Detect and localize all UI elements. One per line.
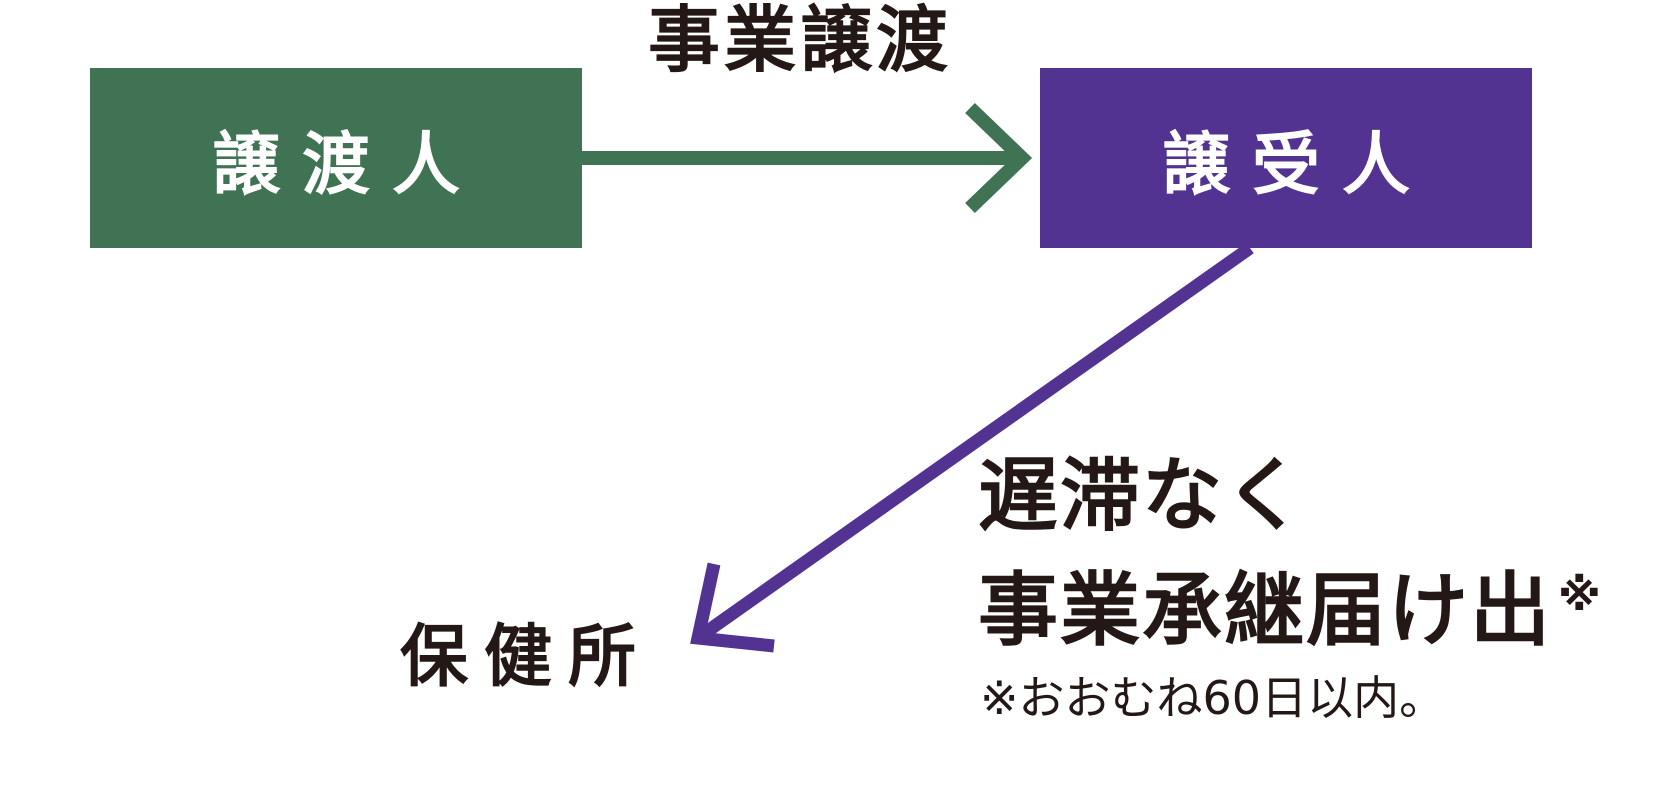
transferee-box: 譲受人 (1040, 68, 1532, 248)
health-center-label: 保健所 (400, 618, 653, 697)
notice-line-2-text: 事業承継届け出 (978, 564, 1552, 657)
footnote: ※おおむね60日以内。 (980, 671, 1446, 725)
notice-reference-mark: ※ (1558, 570, 1603, 621)
notice-line-1: 遅滞なく (978, 449, 1306, 542)
transferor-label: 譲渡人 (211, 125, 482, 205)
transfer-label: 事業譲渡 (648, 0, 953, 82)
notification-arrow (690, 242, 1254, 653)
notice-line-2: 事業承継届け出※ (978, 548, 1603, 659)
transfer-arrow (582, 102, 1033, 214)
transferor-box: 譲渡人 (90, 68, 582, 248)
transferee-label: 譲受人 (1161, 125, 1432, 205)
